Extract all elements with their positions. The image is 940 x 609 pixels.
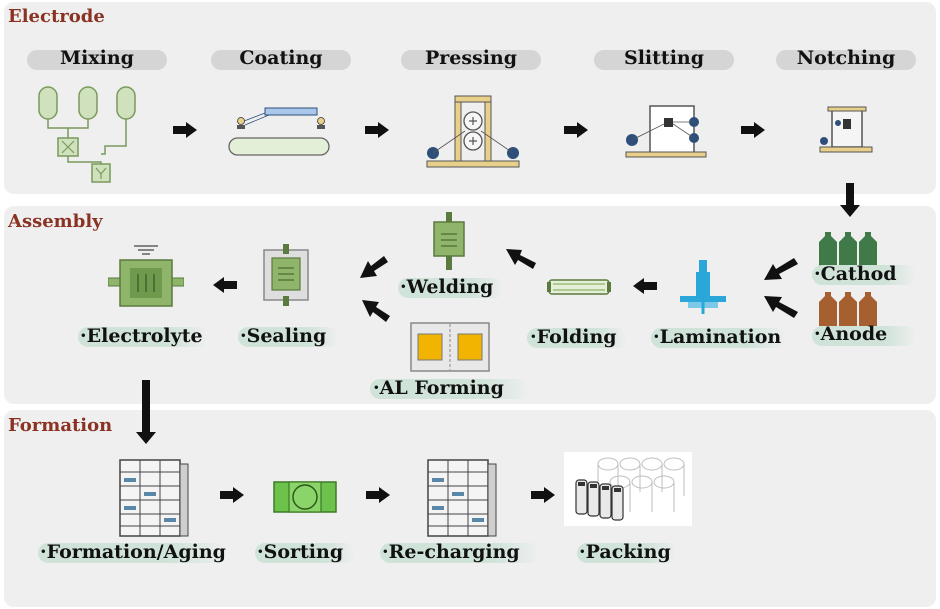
- coating-machine-icon: [228, 107, 330, 156]
- step-label-slitting: Slitting: [623, 47, 705, 69]
- step-label-recharging: ·Re-charging: [382, 541, 520, 563]
- step-label-formation-aging: ·Formation/Aging: [40, 541, 226, 563]
- sealing-tag: [238, 327, 338, 347]
- lamination-tag: [651, 328, 787, 348]
- sorting-tag: [255, 543, 355, 563]
- mixing-tanks-icon: [38, 86, 136, 183]
- packing-tag: [577, 543, 677, 563]
- step-label-sorting: ·Sorting: [257, 541, 344, 563]
- step-label-welding: ·Welding: [400, 276, 494, 298]
- anode-tag: [812, 326, 916, 346]
- sealing-cell-icon: [263, 244, 309, 306]
- section-title-electrode: Electrode: [8, 6, 105, 27]
- arrow-right-icon: [531, 487, 555, 503]
- al-forming-tag: [370, 379, 530, 399]
- notching-machine-icon: [819, 106, 873, 153]
- step-label-al-forming: ·AL Forming: [373, 377, 504, 399]
- sorting-cell-icon: [273, 481, 337, 513]
- coating-pill: [211, 50, 351, 70]
- pressing-machine-icon: [426, 95, 520, 168]
- section-title-formation: Formation: [8, 415, 113, 436]
- al-forming-icon: [410, 322, 490, 372]
- step-label-sealing: ·Sealing: [240, 325, 327, 347]
- step-label-electrolyte: ·Electrolyte: [80, 325, 203, 347]
- formation-rack-icon: [119, 459, 189, 537]
- arrow-left-icon: [213, 277, 237, 293]
- arrow-diagonal-icon: [764, 296, 798, 318]
- slitting-machine-icon: [625, 105, 707, 158]
- step-label-lamination: ·Lamination: [653, 326, 782, 348]
- mixing-pill: [27, 50, 167, 70]
- arrow-right-icon: [564, 122, 588, 138]
- arrow-diagonal-icon: [506, 249, 536, 269]
- recharging-rack-icon: [427, 459, 497, 537]
- step-label-folding: ·Folding: [530, 326, 617, 348]
- pressing-pill: [401, 50, 541, 70]
- electrolyte-tag: [78, 327, 208, 347]
- lamination-machine-icon: [680, 260, 726, 314]
- section-title-assembly: Assembly: [8, 211, 103, 232]
- arrow-right-icon: [366, 487, 390, 503]
- arrow-right-icon: [365, 122, 389, 138]
- anode-cells-icon: [819, 292, 877, 326]
- step-label-coating: Coating: [239, 47, 323, 69]
- arrow-down-icon: [136, 380, 156, 444]
- folding-tag: [527, 328, 627, 348]
- folding-roller-icon: [547, 279, 611, 295]
- cathod-tag: [812, 265, 916, 285]
- arrow-right-icon: [220, 487, 244, 503]
- electrolyte-cell-icon: [108, 245, 184, 307]
- step-label-mixing: Mixing: [60, 47, 134, 69]
- step-label-cathod: ·Cathod: [814, 263, 897, 285]
- arrow-diagonal-icon: [764, 258, 798, 280]
- arrow-down-icon: [840, 183, 860, 217]
- cathode-cells-icon: [819, 232, 877, 266]
- welding-tag: [398, 278, 504, 298]
- step-label-anode: ·Anode: [814, 323, 888, 345]
- formation-aging-tag: [38, 543, 228, 563]
- slitting-pill: [594, 50, 734, 70]
- welding-cell-icon: [433, 212, 465, 270]
- packing-cells-icon: [564, 452, 692, 526]
- arrow-left-icon: [633, 278, 657, 294]
- arrow-right-icon: [173, 122, 197, 138]
- notching-pill: [776, 50, 916, 70]
- recharging-tag: [380, 543, 540, 563]
- step-label-packing: ·Packing: [579, 541, 671, 563]
- arrow-right-icon: [741, 122, 765, 138]
- arrow-diagonal-icon: [362, 300, 390, 322]
- step-label-notching: Notching: [796, 47, 896, 69]
- step-label-pressing: Pressing: [424, 47, 518, 69]
- arrow-diagonal-icon: [360, 256, 388, 278]
